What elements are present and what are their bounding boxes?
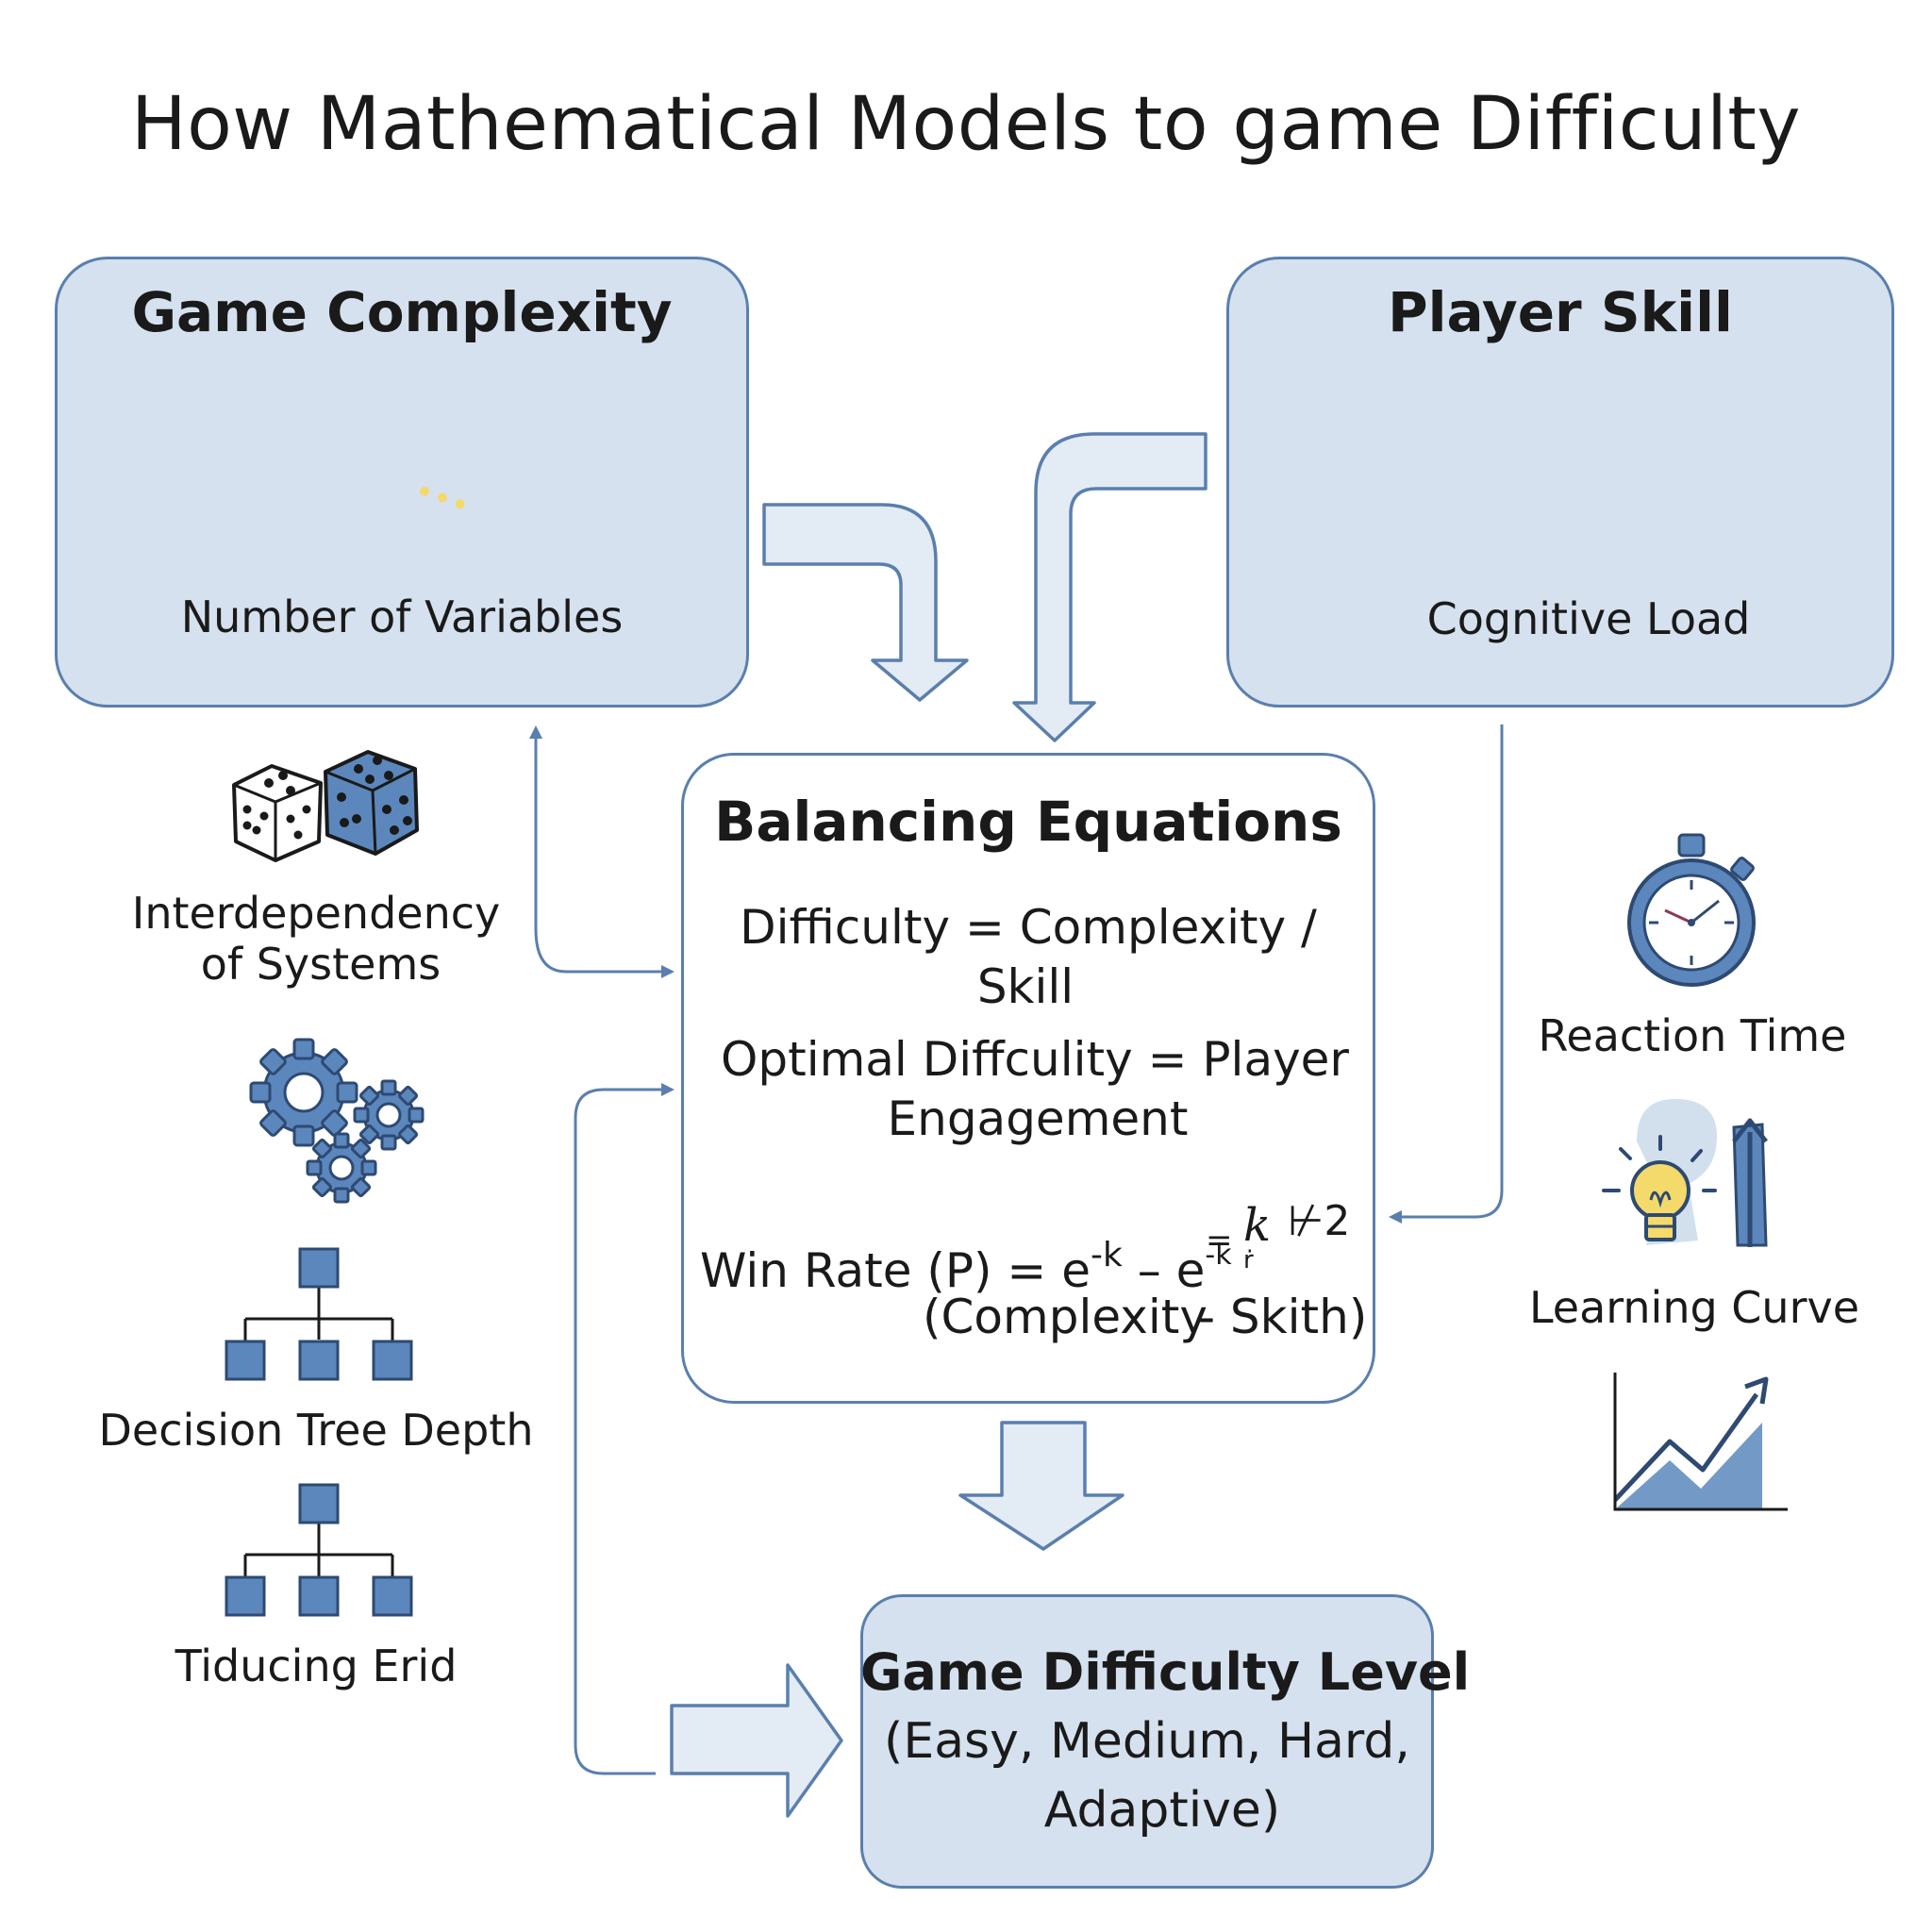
equation-win-rate: Win Rate (P) = e-k – e-k bbox=[700, 1236, 1232, 1299]
win-rate-prefix: Win Rate (P) = e bbox=[700, 1243, 1091, 1298]
reaction-time-label: Reaction Time bbox=[1538, 1010, 1847, 1061]
balancing-equations-box bbox=[681, 753, 1375, 1404]
equation-optimal-line1: Optimal Diffculity = Player bbox=[721, 1032, 1349, 1087]
tree-icon-2 bbox=[225, 1483, 413, 1617]
equation-difficulty-line2: Skill bbox=[976, 959, 1074, 1014]
game-difficulty-level-adaptive: Adaptive) bbox=[1043, 1782, 1281, 1839]
connector-skill-to-balancing bbox=[1389, 724, 1504, 1224]
page-title: How Mathematical Models to game Difficul… bbox=[130, 82, 1802, 167]
learning-bulb-icon bbox=[1602, 1099, 1768, 1247]
decision-tree-depth-label: Decision Tree Depth bbox=[98, 1405, 534, 1456]
player-skill-heading: Player Skill bbox=[1388, 280, 1733, 344]
player-skill-box bbox=[1226, 257, 1894, 708]
balancing-heading: Balancing Equations bbox=[714, 790, 1342, 854]
tiducing-erid-label: Tiducing Erid bbox=[175, 1641, 458, 1691]
fraction-exponent: ⊬2 bbox=[1288, 1197, 1351, 1245]
tree-icon bbox=[225, 1247, 413, 1381]
equation-difficulty-line1: Difficulty = Complexity / bbox=[740, 900, 1317, 955]
arrow-balancing-to-output bbox=[958, 1421, 1124, 1551]
game-difficulty-level-options: (Easy, Medium, Hard, bbox=[884, 1713, 1410, 1770]
equation-optimal-line2: Engagement bbox=[887, 1091, 1189, 1146]
line-chart-icon bbox=[1613, 1373, 1788, 1511]
game-complexity-heading: Game Complexity bbox=[131, 280, 673, 344]
fraction-k: k bbox=[1243, 1199, 1272, 1252]
gears-icon bbox=[249, 1038, 425, 1204]
game-difficulty-level-heading: Game Difficulty Level bbox=[860, 1642, 1471, 1702]
win-rate-sup2: -k bbox=[1205, 1239, 1232, 1272]
arrow-skill-to-balancing bbox=[1012, 432, 1208, 742]
win-rate-sup1: -k bbox=[1090, 1236, 1123, 1274]
fraction-equals: = bbox=[1206, 1222, 1233, 1259]
learning-curve-label: Learning Curve bbox=[1528, 1282, 1860, 1333]
connector-left-loop bbox=[574, 1088, 672, 1775]
interdependency-label-line2: of Systems bbox=[200, 939, 441, 990]
connector-complexity-to-balancing bbox=[534, 928, 675, 978]
arrow-left-to-output bbox=[670, 1663, 843, 1818]
equation-bottom-skill: - Skith) bbox=[1198, 1290, 1368, 1344]
equation-bottom-complexity: (Complexity bbox=[923, 1290, 1208, 1344]
interdependency-label-line1: Interdependency bbox=[131, 888, 501, 939]
win-rate-minus: – e bbox=[1122, 1243, 1206, 1298]
player-skill-label: Cognitive Load bbox=[1426, 593, 1751, 644]
arrow-complexity-to-balancing bbox=[762, 503, 969, 702]
fraction-denominator: ṙ bbox=[1243, 1246, 1254, 1274]
game-difficulty-level-box bbox=[860, 1594, 1434, 1889]
game-complexity-box bbox=[55, 257, 749, 708]
stopwatch-icon bbox=[1627, 833, 1756, 987]
game-complexity-label: Number of Variables bbox=[180, 591, 624, 642]
dice-icon bbox=[232, 750, 419, 862]
